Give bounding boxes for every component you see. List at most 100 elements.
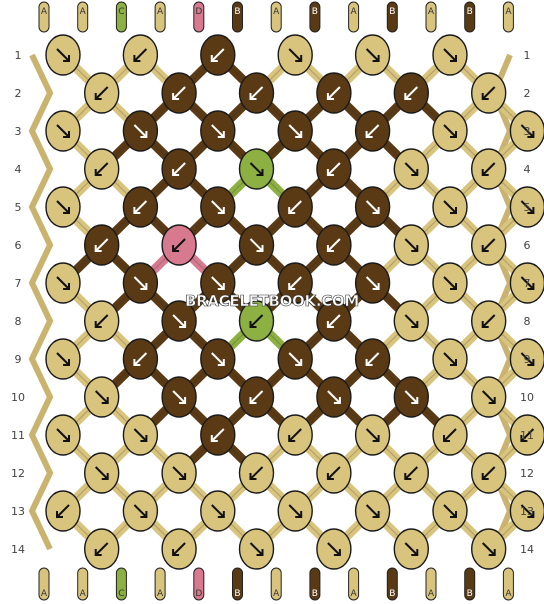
arrowhead-icon bbox=[411, 245, 419, 252]
knot bbox=[432, 490, 468, 532]
arrow-sw-icon bbox=[249, 86, 264, 100]
arrowhead-icon bbox=[179, 321, 187, 328]
knot bbox=[161, 148, 197, 190]
row-label-left: 11 bbox=[11, 429, 25, 442]
arrowhead-icon bbox=[63, 207, 70, 214]
knot bbox=[432, 414, 468, 456]
knot bbox=[238, 528, 275, 570]
knot bbox=[45, 186, 81, 228]
knot bbox=[45, 490, 81, 532]
arrow-sw-icon bbox=[481, 314, 496, 328]
arrowhead-icon bbox=[288, 283, 296, 290]
strand-top bbox=[38, 1, 50, 33]
row-label-right: 3 bbox=[524, 125, 531, 138]
arrowhead-icon bbox=[372, 207, 380, 214]
arrow-se-icon bbox=[133, 276, 148, 290]
row-label-right: 1 bbox=[524, 49, 531, 62]
strand-label-bottom: A bbox=[351, 589, 358, 599]
knot bbox=[509, 262, 544, 304]
arrowhead-icon bbox=[295, 55, 303, 62]
arrowhead-icon bbox=[140, 435, 148, 442]
arrow-se-icon bbox=[365, 428, 380, 442]
arrow-se-icon bbox=[94, 466, 109, 480]
arrow-se-icon bbox=[404, 238, 419, 252]
arrow-se-icon bbox=[365, 200, 380, 214]
arrowhead-icon bbox=[101, 473, 109, 480]
arrowhead-icon bbox=[481, 245, 489, 252]
arrow-sw-icon bbox=[327, 238, 341, 252]
knot bbox=[509, 186, 544, 228]
knot bbox=[200, 490, 236, 532]
arrow-sw-icon bbox=[133, 200, 148, 214]
knot bbox=[200, 34, 236, 76]
watermark: BRACELETBOOK.COM bbox=[185, 292, 359, 310]
strand-label-bottom: C bbox=[118, 589, 124, 599]
knot bbox=[393, 376, 429, 418]
strand-bottom bbox=[270, 567, 282, 601]
arrowhead-icon bbox=[527, 283, 535, 290]
strand-label-top: A bbox=[80, 7, 87, 17]
arrow-sw-icon bbox=[443, 428, 457, 442]
knot bbox=[238, 300, 275, 342]
strand-top bbox=[232, 1, 243, 33]
arrow-se-icon bbox=[288, 504, 302, 518]
arrowhead-icon bbox=[63, 283, 70, 290]
arrow-se-icon bbox=[211, 504, 225, 518]
arrow-sw-icon bbox=[288, 428, 302, 442]
strand-bottom bbox=[154, 567, 166, 601]
arrowhead-icon bbox=[365, 131, 373, 138]
row-label-left: 2 bbox=[15, 87, 22, 100]
knot bbox=[316, 224, 352, 266]
arrowhead-icon bbox=[172, 549, 180, 556]
strand-label-bottom: A bbox=[505, 589, 512, 599]
arrow-se-icon bbox=[520, 352, 535, 366]
strand-top bbox=[193, 1, 205, 33]
arrowhead-icon bbox=[133, 359, 141, 366]
arrow-sw-icon bbox=[288, 200, 302, 214]
arrowhead-icon bbox=[404, 473, 412, 480]
strand-top bbox=[425, 1, 437, 33]
knot bbox=[83, 452, 120, 494]
knot bbox=[471, 224, 507, 266]
arrow-se-icon bbox=[520, 124, 535, 138]
arrowhead-icon bbox=[411, 169, 419, 176]
strand-top bbox=[77, 1, 89, 33]
arrowhead-icon bbox=[172, 93, 180, 100]
strand-top bbox=[502, 1, 514, 33]
knot bbox=[83, 528, 120, 570]
strand-label-top: C bbox=[118, 7, 124, 17]
arrowhead-icon bbox=[249, 473, 257, 480]
strand-bottom bbox=[386, 567, 398, 601]
arrow-sw-icon bbox=[56, 504, 70, 518]
knot bbox=[238, 148, 275, 190]
strand-label-top: A bbox=[41, 7, 48, 17]
arrow-sw-icon bbox=[481, 466, 496, 480]
arrowhead-icon bbox=[443, 435, 450, 442]
knot bbox=[200, 338, 236, 380]
strand-top bbox=[115, 1, 127, 33]
row-label-left: 6 bbox=[15, 239, 22, 252]
knot bbox=[471, 452, 507, 494]
row-label-right: 2 bbox=[524, 87, 531, 100]
arrowhead-icon bbox=[133, 207, 141, 214]
knot bbox=[200, 262, 236, 304]
arrowhead-icon bbox=[217, 511, 225, 518]
knot bbox=[277, 110, 313, 152]
arrowhead-icon bbox=[326, 93, 334, 100]
arrowhead-icon bbox=[411, 549, 419, 556]
arrowhead-icon bbox=[365, 359, 373, 366]
strand-label-bottom: D bbox=[195, 589, 202, 599]
arrow-se-icon bbox=[56, 352, 70, 366]
strand-bottom bbox=[115, 567, 127, 601]
arrowhead-icon bbox=[450, 283, 457, 290]
arrowhead-icon bbox=[488, 549, 496, 556]
row-label-left: 1 bbox=[15, 49, 22, 62]
strand-label-top: A bbox=[505, 7, 512, 17]
arrow-se-icon bbox=[249, 542, 264, 556]
left-edge-thread bbox=[28, 53, 54, 551]
knot bbox=[122, 110, 159, 152]
arrow-se-icon bbox=[443, 200, 457, 214]
arrow-se-icon bbox=[133, 124, 148, 138]
row-label-left: 12 bbox=[11, 467, 25, 480]
